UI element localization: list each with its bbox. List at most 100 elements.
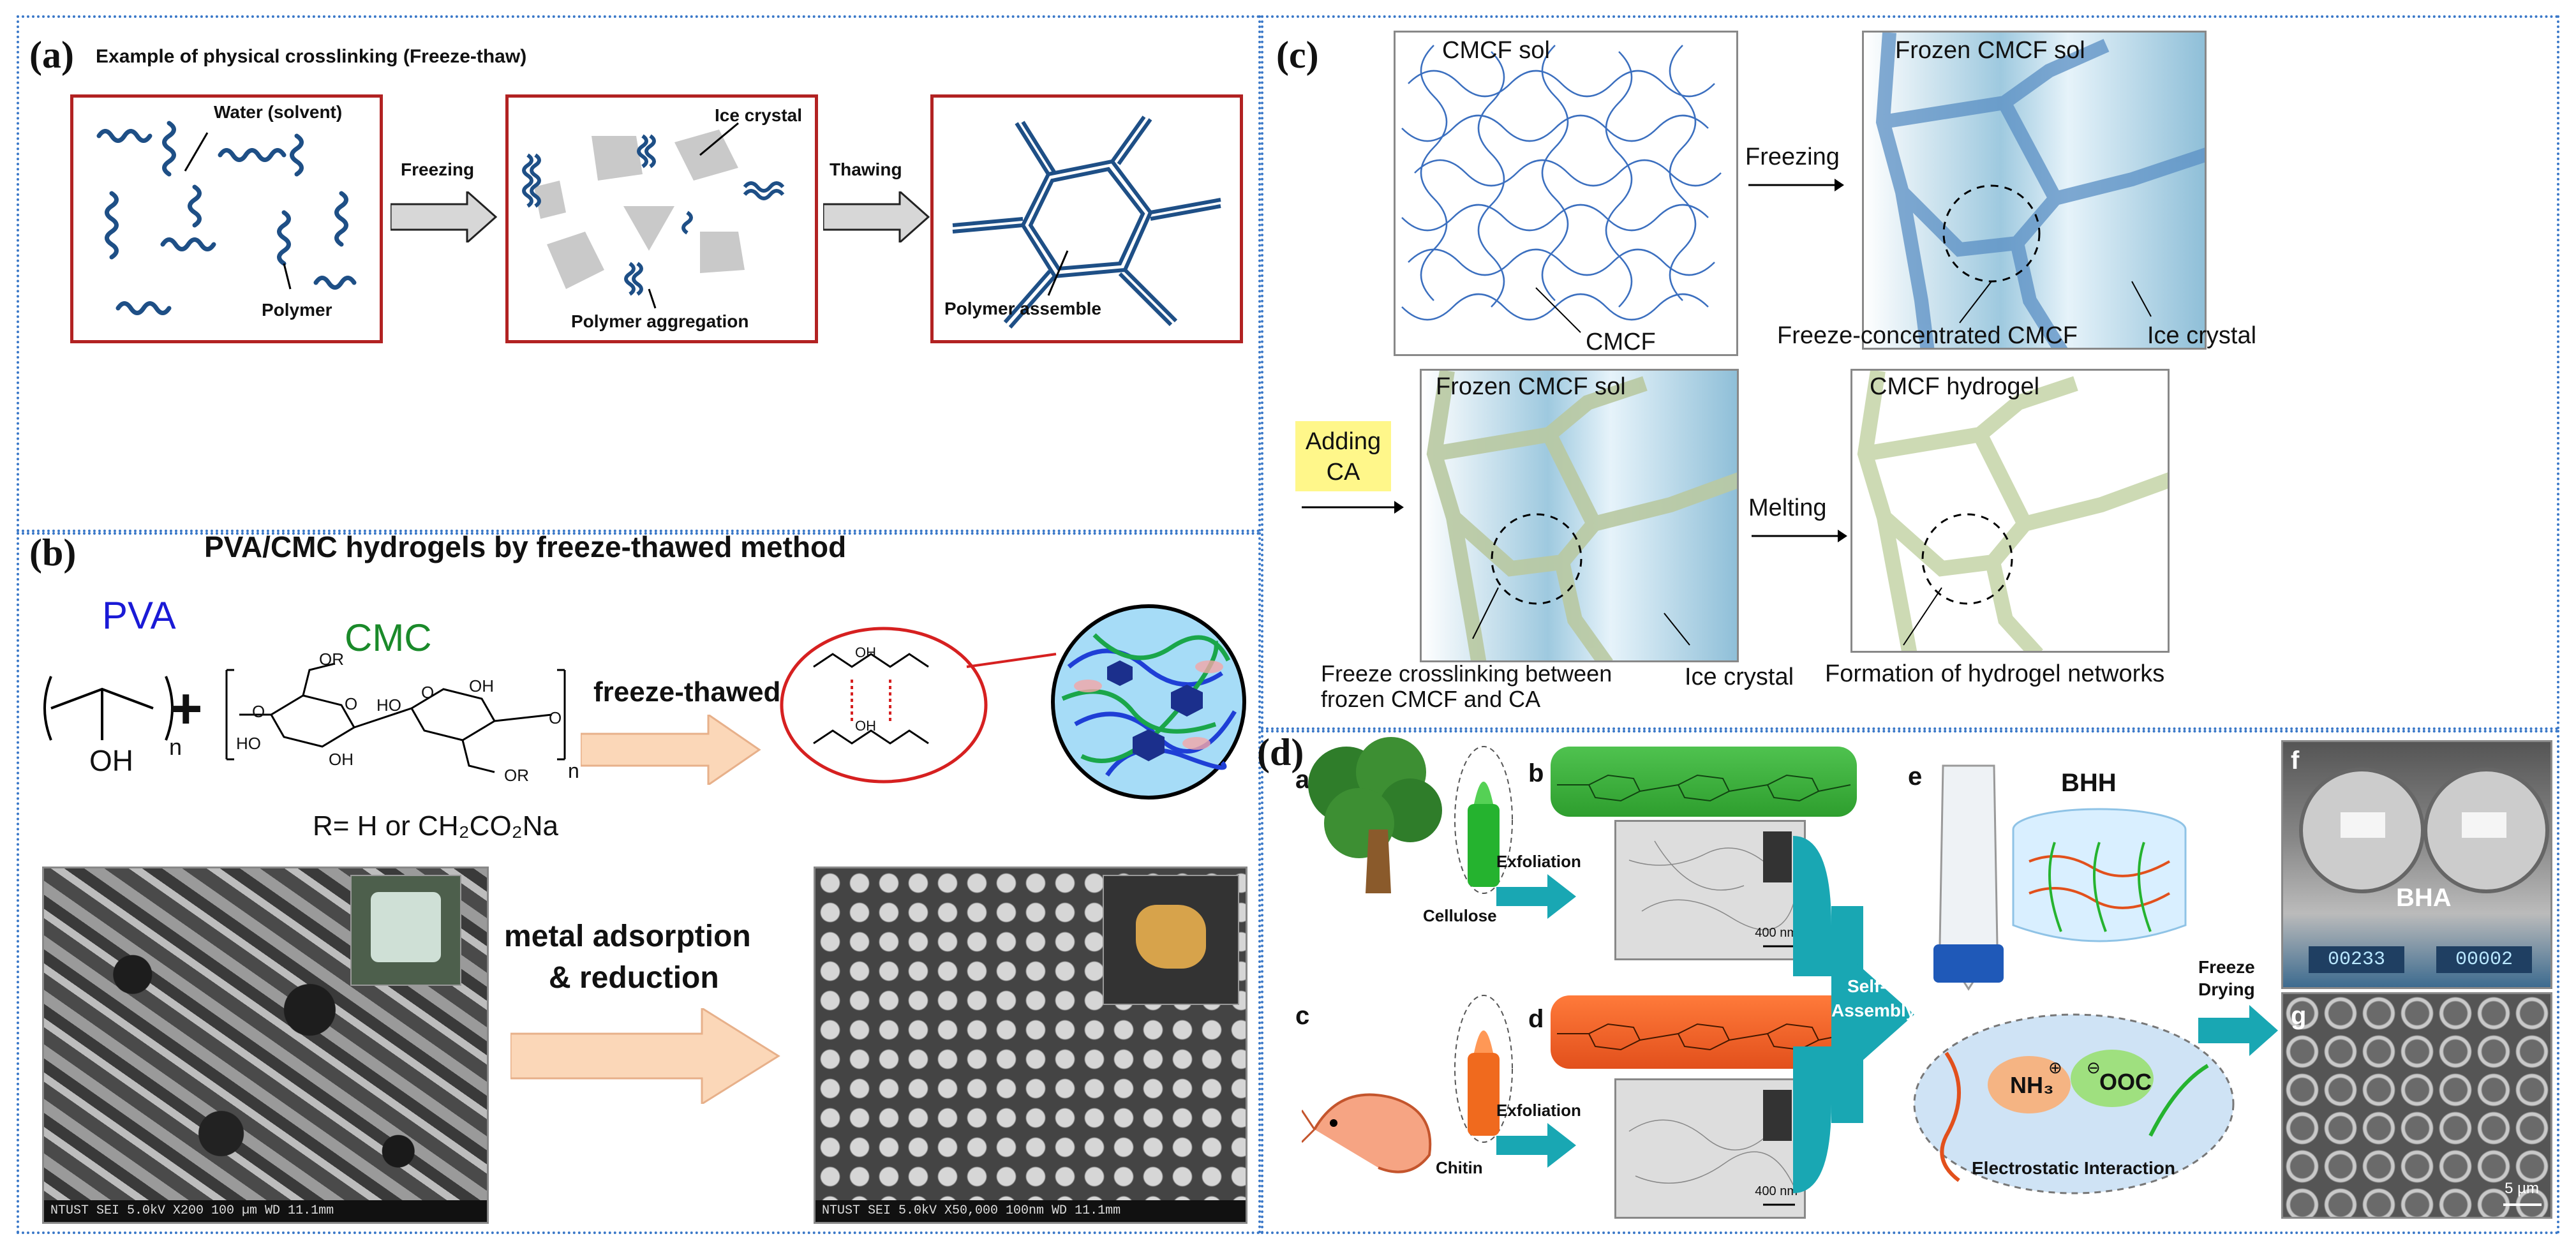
tem-image-cellulose: 400 nm <box>1614 820 1806 960</box>
panel-a <box>17 15 1261 532</box>
freezing-c-arrow <box>1748 179 1844 191</box>
chitin-fibril <box>1454 995 1513 1143</box>
minus-charge: ⊖ <box>2087 1058 2101 1077</box>
formation-label: Formation of hydrogel networks <box>1825 660 2165 687</box>
assemble-label: Polymer assemble <box>944 299 1101 318</box>
cmc-structure <box>225 662 566 773</box>
ice-crystal-c2-label: Ice crystal <box>1685 664 1794 690</box>
cmcf-sol-label: CMCF sol <box>1442 37 1550 64</box>
ice-crystal-c1-label: Ice crystal <box>2147 322 2257 349</box>
r-note: R= H or CH₂CO₂Na <box>313 810 558 842</box>
adding-ca-arrow <box>1302 501 1404 514</box>
cmc-or-bottom: OR <box>504 766 529 785</box>
panel-d-label: (d) <box>1257 731 1304 773</box>
sem-info-bar-1: NTUST SEI 5.0kV X200 100 µm WD 11.1mm <box>44 1200 487 1222</box>
inset-photo-white-gel <box>350 875 461 986</box>
box-frozen <box>505 94 818 343</box>
sem-image-porous: NTUST SEI 5.0kV X200 100 µm WD 11.1mm <box>42 867 489 1224</box>
cmc-or-top: OR <box>319 650 344 669</box>
adding-ca-box: Adding CA <box>1295 421 1391 491</box>
self-assembly-label-2: Assembly <box>1831 1001 1916 1020</box>
readout-left: 00233 <box>2327 949 2385 971</box>
cmcf-sol-box <box>1394 31 1738 356</box>
melting-arrow <box>1752 530 1847 542</box>
freeze-thawed-label: freeze-thawed <box>593 676 781 708</box>
frozen-sol-1-label: Frozen CMCF sol <box>1895 37 2085 64</box>
zoom-oh-2: OH <box>855 718 876 734</box>
pva-n: n <box>169 734 182 760</box>
scale-label-3: 5 µm <box>2505 1180 2539 1197</box>
plus-charge: ⊕ <box>2048 1058 2062 1077</box>
hydrogel-box <box>1850 369 2170 653</box>
box-solution <box>70 94 383 343</box>
sub-label-e: e <box>1908 763 1923 791</box>
cmc-o-2: O <box>345 694 358 713</box>
polymer-chains-free <box>96 121 357 315</box>
panel-d <box>1261 730 2559 1234</box>
scale-label-1: 400 nm <box>1755 926 1798 940</box>
sem-info-bar-2: NTUST SEI 5.0kV X50,000 100nm WD 11.1mm <box>815 1200 1246 1222</box>
frozen-structure <box>522 122 785 309</box>
panel-a-label: (a) <box>29 34 74 76</box>
freezing-label: Freezing <box>401 160 475 179</box>
cellulose-chain-strip <box>1551 747 1857 817</box>
ooc-label: OOC <box>2099 1069 2152 1095</box>
freezing-arrow <box>391 191 498 242</box>
scale-label-2: 400 nm <box>1755 1184 1798 1198</box>
ice-crystal-label: Ice crystal <box>715 105 802 125</box>
cmc-o-1: O <box>252 702 265 721</box>
panel-b-label: (b) <box>29 532 77 574</box>
sub-label-d: d <box>1528 1005 1544 1033</box>
freeze-thawed-arrow <box>581 715 761 785</box>
panel-b-title: PVA/CMC hydrogels by freeze-thawed metho… <box>204 530 847 563</box>
inset-photo-yellow-gel <box>1103 875 1239 1005</box>
adding-ca-label: Adding CA <box>1305 428 1381 486</box>
readout-right: 00002 <box>2455 949 2513 971</box>
cmc-o-4: O <box>549 708 562 727</box>
water-label: Water (solvent) <box>214 102 343 122</box>
sub-label-b: b <box>1528 759 1544 787</box>
freeze-drying-label-2: Drying <box>2198 979 2255 999</box>
cmc-oh-1: OH <box>329 750 354 769</box>
thawing-label: Thawing <box>830 160 902 179</box>
sub-label-a: a <box>1295 766 1310 794</box>
bha-label: BHA <box>2396 884 2452 912</box>
pva-structure <box>43 676 174 741</box>
exfoliation-arrow-1 <box>1496 874 1576 919</box>
vial-illustration <box>1933 764 2004 991</box>
sub-label-g: g <box>2291 1002 2307 1030</box>
bhh-network-cylinder <box>2012 808 2187 942</box>
cmc-label: CMC <box>345 616 432 659</box>
panel-c <box>1261 15 2559 730</box>
sub-label-c: c <box>1295 1002 1310 1030</box>
sem-image-nanoparticles: NTUST SEI 5.0kV X50,000 100nm WD 11.1mm <box>814 867 1247 1224</box>
cmc-n: n <box>568 759 579 782</box>
freeze-concentrated-label: Freeze-concentrated CMCF <box>1777 322 2078 349</box>
hydrogel-illustration <box>780 604 1246 800</box>
crosslinking-label-1: Freeze crosslinking between <box>1321 660 1612 687</box>
bha-sample-left <box>2341 812 2385 838</box>
electrostatic-label: Electrostatic Interaction <box>1972 1158 2175 1178</box>
freezing-c-label: Freezing <box>1745 144 1840 170</box>
cmc-oh-2: OH <box>469 676 494 696</box>
panel-c-label: (c) <box>1276 34 1319 76</box>
bhh-label: BHH <box>2061 769 2117 797</box>
shrimp-illustration <box>1302 1093 1432 1173</box>
balance-display-left: 00233 <box>2309 946 2404 973</box>
metal-label-2: & reduction <box>549 961 719 995</box>
electrostatic-zoom <box>1913 1013 2235 1194</box>
panel-a-title: Example of physical crosslinking (Freeze… <box>96 46 527 67</box>
polymer-label: Polymer <box>262 300 332 320</box>
assembled-network <box>952 115 1221 329</box>
pva-oh: OH <box>89 744 133 777</box>
zoom-oh-1: OH <box>855 644 876 660</box>
pva-label: PVA <box>102 594 176 637</box>
self-assembly-label-1: Self- <box>1847 976 1886 996</box>
tem-image-chitin: 400 nm <box>1614 1078 1806 1219</box>
sub-label-f: f <box>2291 747 2300 775</box>
cmc-o-3: O <box>421 683 435 702</box>
freeze-drying-label-1: Freeze <box>2198 957 2255 977</box>
thawing-arrow <box>823 191 930 242</box>
frozen-sol-box-2 <box>1420 369 1739 662</box>
cmc-ho-2: HO <box>376 696 401 715</box>
